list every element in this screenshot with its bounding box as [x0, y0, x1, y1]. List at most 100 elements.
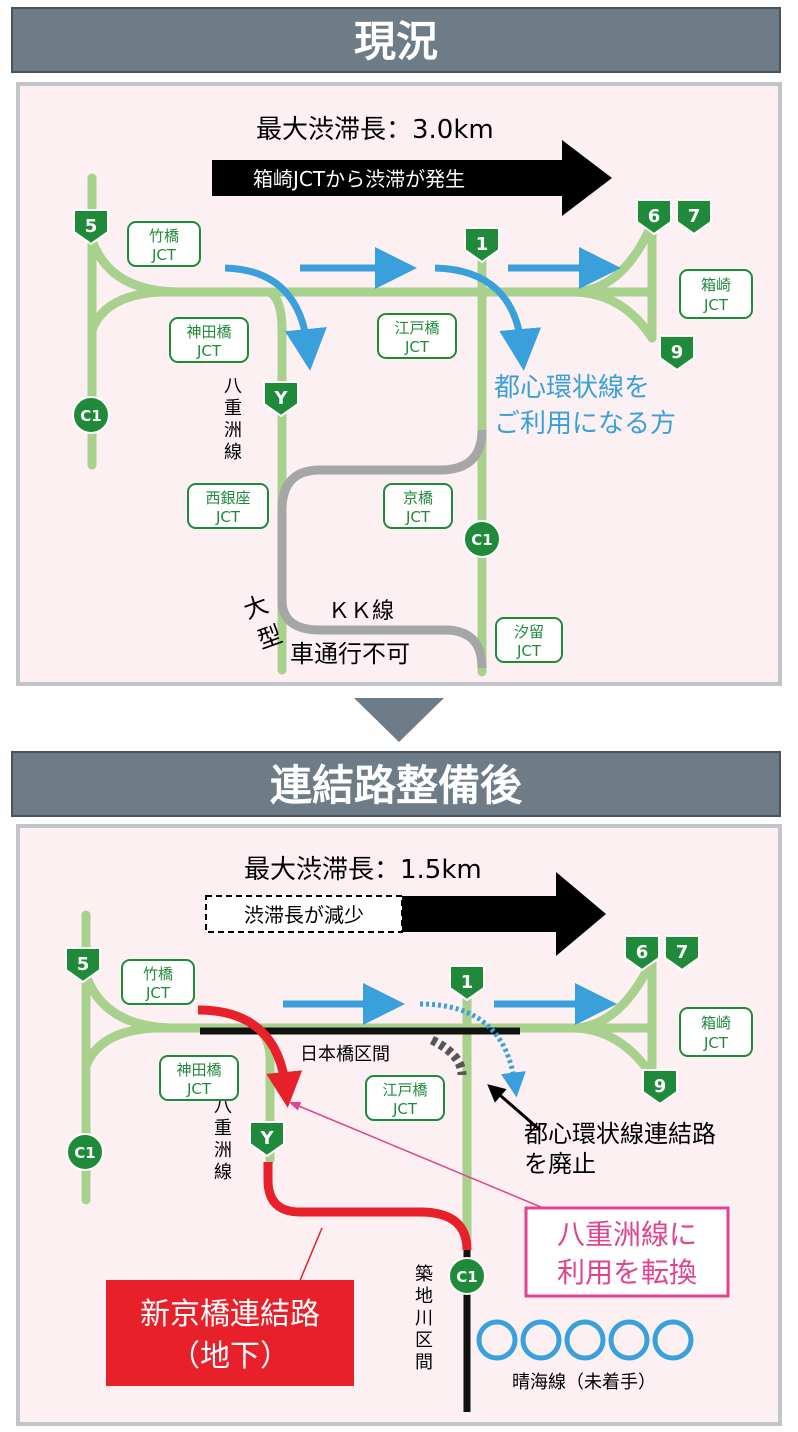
bottom-badge-y: Y	[249, 1121, 285, 1158]
bottom-badge-6: 6	[624, 935, 660, 972]
top-blue-note-1: 都心環状線を	[494, 373, 650, 403]
svg-text:JCT: JCT	[186, 1080, 212, 1098]
top-badge-y: Y	[263, 381, 299, 418]
top-blue-note-2: ご利用になる方	[494, 409, 676, 439]
bottom-abolish-pointer	[487, 1084, 541, 1132]
top-blue-arrows	[224, 247, 621, 371]
bottom-harumi-label: 晴海線（未着手）	[512, 1372, 656, 1393]
top-kk-note-3: 車通行不可	[290, 640, 410, 668]
svg-text:JCT: JCT	[703, 296, 729, 314]
bottom-abolish-2: を廃止	[524, 1150, 596, 1178]
top-jct-nishiginza: 西銀座 JCT	[187, 483, 269, 529]
top-badge-7: 7	[676, 199, 712, 236]
svg-text:京橋: 京橋	[403, 489, 433, 507]
bottom-header-title: 連結路整備後	[270, 761, 523, 810]
top-header-bar	[11, 7, 781, 73]
svg-text:9: 9	[671, 342, 684, 363]
svg-text:神田橋: 神田橋	[176, 1061, 221, 1079]
top-yaesu-2: 重	[224, 398, 242, 419]
svg-text:1: 1	[476, 234, 489, 255]
top-badge-c1-right: C1	[463, 520, 501, 558]
svg-text:江戸橋: 江戸橋	[394, 319, 439, 337]
bottom-dotted-arrow	[419, 1001, 526, 1098]
svg-text:JCT: JCT	[196, 342, 222, 360]
top-badge-1: 1	[464, 227, 500, 264]
svg-text:JCT: JCT	[405, 508, 431, 526]
svg-text:JCT: JCT	[703, 1034, 729, 1052]
svg-text:Y: Y	[273, 388, 288, 409]
svg-text:6: 6	[636, 942, 649, 963]
bottom-nihonbashi-label: 日本橋区間	[300, 1044, 390, 1065]
bottom-dashed-box	[205, 895, 403, 933]
bottom-abolish-1: 都心環状線連結路	[524, 1120, 716, 1148]
svg-text:7: 7	[676, 942, 689, 963]
top-jct-shiodome: 汐留 JCT	[495, 617, 563, 663]
bottom-yaesu-1: 八	[214, 1096, 232, 1117]
bottom-red-route	[263, 1162, 472, 1251]
svg-text:JCT: JCT	[392, 1100, 418, 1118]
svg-text:5: 5	[77, 954, 90, 975]
bottom-jct-edobashi: 江戸橋 JCT	[365, 1075, 445, 1121]
svg-text:Y: Y	[259, 1128, 274, 1149]
bottom-yaesu-3: 洲	[214, 1140, 232, 1161]
svg-text:竹橋: 竹橋	[149, 227, 179, 245]
bottom-newlink-box	[106, 1280, 354, 1386]
svg-text:竹橋: 竹橋	[143, 965, 173, 983]
svg-text:C1: C1	[456, 1268, 477, 1286]
top-black-arrow	[212, 140, 612, 216]
transition-arrow	[354, 698, 444, 742]
bottom-header-bar	[11, 751, 781, 817]
current-section: 現況 最大渋滞長：3.0km 箱崎JCTから渋滞が発生 都心環状線を	[11, 7, 782, 686]
bottom-yaesu-4: 線	[214, 1162, 232, 1183]
svg-text:9: 9	[654, 1076, 667, 1097]
svg-text:汐留: 汐留	[514, 623, 544, 641]
top-header-title: 現況	[354, 17, 438, 66]
svg-text:C1: C1	[80, 407, 101, 425]
bottom-red-arrow	[197, 1005, 303, 1108]
svg-text:箱崎: 箱崎	[701, 276, 731, 294]
bottom-badge-c1-left: C1	[66, 1133, 104, 1171]
bottom-yaesu-2: 重	[214, 1118, 232, 1139]
bottom-black-arrow	[402, 872, 606, 956]
top-kk-label: ＫＫ線	[328, 599, 394, 624]
bottom-abolished-link	[429, 1035, 467, 1076]
svg-text:1: 1	[461, 972, 474, 993]
bottom-convert-pointer	[288, 1101, 561, 1216]
bottom-badge-5: 5	[65, 947, 101, 984]
svg-text:5: 5	[85, 216, 98, 237]
bottom-badge-c1-right: C1	[448, 1257, 486, 1295]
bottom-convert-box	[524, 1206, 730, 1298]
top-arrow-text: 箱崎JCTから渋滞が発生	[253, 167, 465, 191]
svg-text:C1: C1	[471, 531, 492, 549]
bottom-newlink-2: （地下）	[170, 1339, 290, 1374]
bottom-newlink-1: 新京橋連結路	[140, 1297, 320, 1332]
bottom-newlink-pointer	[295, 1227, 323, 1291]
bottom-tsukiji-3: 川	[415, 1308, 433, 1329]
svg-text:江戸橋: 江戸橋	[382, 1081, 427, 1099]
bottom-tsukiji-2: 地	[415, 1286, 433, 1307]
bottom-convert-2: 利用を転換	[557, 1256, 697, 1289]
bottom-harumi-circles	[476, 1319, 694, 1361]
bottom-convert-1: 八重洲線に	[557, 1218, 697, 1251]
top-yaesu-1: 八	[224, 376, 242, 397]
bottom-tsukiji-1: 築	[415, 1264, 433, 1285]
top-jct-edobashi: 江戸橋 JCT	[377, 313, 457, 359]
bottom-jct-kandabashi: 神田橋 JCT	[159, 1055, 239, 1101]
top-yaesu-4: 線	[224, 442, 242, 463]
bottom-badge-7: 7	[664, 935, 700, 972]
after-section: 連結路整備後 最大渋滞長：1.5km 渋滞長が減少	[11, 751, 782, 1426]
svg-text:JCT: JCT	[404, 338, 430, 356]
bottom-badge-1: 1	[449, 965, 485, 1002]
top-jct-hakozaki: 箱崎 JCT	[679, 269, 753, 319]
top-jct-takebashi: 竹橋 JCT	[127, 221, 201, 267]
top-road-network	[87, 173, 657, 677]
svg-text:JCT: JCT	[215, 508, 241, 526]
svg-text:箱崎: 箱崎	[701, 1014, 731, 1032]
bottom-badge-9: 9	[642, 1069, 678, 1106]
svg-text:神田橋: 神田橋	[186, 323, 231, 341]
top-kk-route	[277, 429, 487, 669]
svg-text:西銀座: 西銀座	[205, 489, 250, 507]
top-max-label: 最大渋滞長：3.0km	[256, 115, 494, 145]
top-badge-c1-left: C1	[72, 396, 110, 434]
